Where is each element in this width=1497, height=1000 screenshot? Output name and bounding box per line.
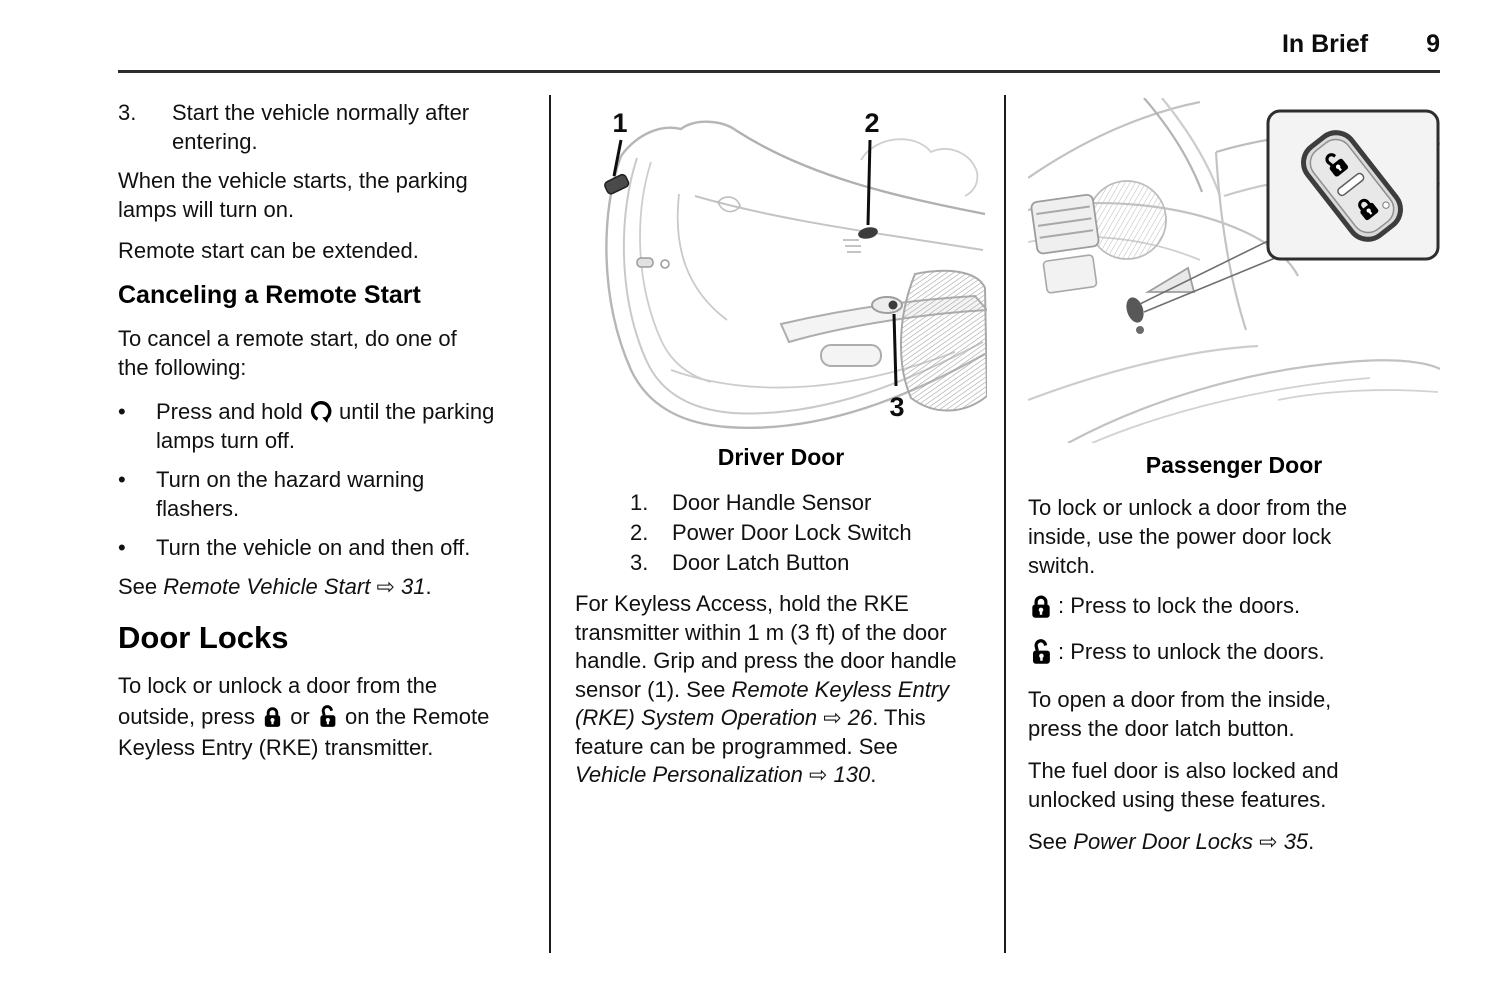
callout-lines bbox=[612, 139, 898, 387]
lock-switch-inset bbox=[1266, 109, 1440, 261]
door-handle-sensor bbox=[604, 173, 630, 195]
callout-label-1: 1 bbox=[612, 108, 627, 138]
power-door-lock-switch bbox=[858, 227, 878, 239]
page-number: 9 bbox=[1426, 30, 1440, 58]
callout-label-3: 3 bbox=[889, 392, 904, 422]
paragraph-keyless-access: For Keyless Access, hold the RKE transmi… bbox=[575, 591, 957, 787]
reference-arrow-icon: ⇨ bbox=[1253, 829, 1284, 854]
reference-arrow-icon: ⇨ bbox=[802, 762, 834, 787]
list-item: • Turn on the hazard warning flashers. bbox=[118, 465, 518, 523]
paragraph-fuel-door: The fuel door is also locked and unlocke… bbox=[1028, 758, 1339, 812]
right-column: Passenger Door To lock or unlock a door … bbox=[1028, 98, 1440, 856]
left-column: 3. Start the vehicle normally after ente… bbox=[118, 98, 518, 763]
lock-switch-detail bbox=[1301, 130, 1403, 242]
step-text: Start the vehicle normally after enterin… bbox=[172, 100, 470, 154]
paragraph-cancel-intro: To cancel a remote start, do one of the … bbox=[118, 326, 457, 380]
list-item: • Turn the vehicle on and then off. bbox=[118, 533, 518, 562]
lock-icon bbox=[261, 705, 284, 728]
passenger-door-illustration bbox=[1028, 98, 1440, 443]
heading-canceling-remote-start: Canceling a Remote Start bbox=[118, 281, 421, 309]
cross-reference-power-door-locks: See Power Door Locks ⇨ 35. bbox=[1028, 829, 1315, 854]
passenger-door-caption: Passenger Door bbox=[1145, 452, 1323, 478]
legend-item: 1. Door Handle Sensor bbox=[630, 490, 872, 515]
door-latch-button bbox=[888, 300, 898, 310]
bullet-marker: • bbox=[118, 535, 126, 560]
legend-item: 3. Door Latch Button bbox=[630, 550, 850, 575]
bullet-marker: • bbox=[118, 467, 126, 492]
callout-label-2: 2 bbox=[864, 108, 879, 138]
reference-arrow-icon: ⇨ bbox=[817, 705, 848, 730]
speaker-grille bbox=[900, 269, 987, 412]
list-item: • Press and hold until the parking lamps… bbox=[118, 397, 518, 455]
section-title: In Brief bbox=[1281, 30, 1369, 58]
driver-door-caption: Driver Door bbox=[717, 444, 845, 470]
reference-arrow-icon: ⇨ bbox=[370, 574, 401, 599]
legend-item: 2. Power Door Lock Switch bbox=[630, 520, 912, 545]
paragraph-lock-inside: To lock or unlock a door from the inside… bbox=[1028, 495, 1348, 578]
column-divider-left bbox=[549, 95, 551, 953]
unlock-icon bbox=[316, 705, 339, 728]
column-divider-right bbox=[1004, 95, 1006, 953]
paragraph-door-latch: To open a door from the inside, press th… bbox=[1028, 687, 1332, 741]
paragraph-door-locks: To lock or unlock a door from the outsid… bbox=[118, 673, 490, 760]
driver-door-illustration: 1 2 3 bbox=[604, 108, 987, 429]
page-header: In Brief 9 bbox=[1282, 30, 1440, 59]
heading-door-locks: Door Locks bbox=[118, 620, 289, 655]
step-number: 3. bbox=[118, 100, 137, 125]
dash-speaker-grille bbox=[1087, 180, 1167, 260]
driver-door-legend: 1. Door Handle Sensor 2. Power Door Lock… bbox=[575, 488, 987, 578]
unlock-instruction-line: : Press to unlock the doors. bbox=[1028, 637, 1440, 672]
numbered-step: 3. Start the vehicle normally after ente… bbox=[118, 98, 518, 156]
door-hardware bbox=[636, 239, 861, 269]
remote-start-icon bbox=[309, 399, 333, 423]
bullet-text: Press and hold until the parking lamps t… bbox=[156, 399, 495, 453]
bullet-marker: • bbox=[118, 399, 126, 424]
lock-instruction-line: : Press to lock the doors. bbox=[1028, 591, 1440, 626]
lock-icon bbox=[1028, 591, 1058, 626]
unlock-icon bbox=[1028, 637, 1058, 672]
cancel-options-list: • Press and hold until the parking lamps… bbox=[118, 397, 518, 562]
door-line-art bbox=[605, 120, 986, 429]
air-vent bbox=[1030, 193, 1100, 294]
cross-reference-remote-vehicle-start: See Remote Vehicle Start ⇨ 31. bbox=[118, 574, 432, 599]
bullet-text: Turn on the hazard warning flashers. bbox=[156, 467, 425, 521]
paragraph-remote-extend: Remote start can be extended. bbox=[118, 238, 419, 263]
bullet-text: Turn the vehicle on and then off. bbox=[156, 535, 471, 560]
paragraph-parking-lamps: When the vehicle starts, the parking lam… bbox=[118, 168, 468, 222]
middle-column: 1 2 3 Driver Door 1. Door Handle Sensor … bbox=[575, 98, 987, 790]
header-rule bbox=[118, 70, 1440, 73]
tweeter-speaker bbox=[1144, 266, 1196, 293]
door-lock-switch bbox=[1126, 297, 1144, 334]
inset-pointer-lines bbox=[1139, 237, 1281, 313]
